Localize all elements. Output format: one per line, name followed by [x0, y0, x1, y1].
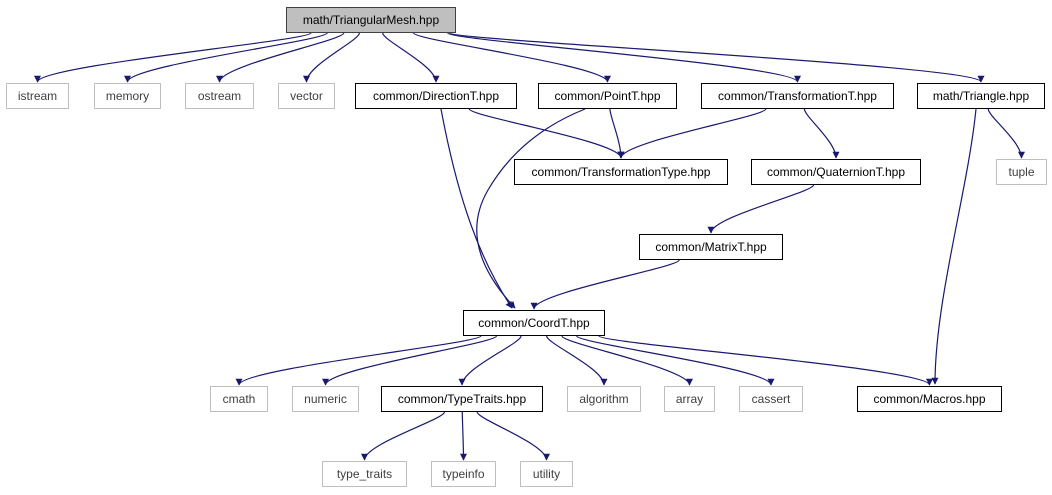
edge-direction-to-transformtype — [468, 108, 625, 159]
edge-mesh-to-direction — [382, 32, 440, 83]
edge-coord-to-cmath — [235, 335, 482, 386]
edge-coord-to-cassert — [576, 335, 775, 386]
node-macros-hpp[interactable]: common/Macros.hpp — [857, 386, 1002, 412]
node-directiont-hpp[interactable]: common/DirectionT.hpp — [355, 83, 517, 109]
node-quaterniont-hpp[interactable]: common/QuaternionT.hpp — [751, 159, 921, 185]
node-numeric[interactable]: numeric — [292, 386, 359, 412]
edge-triangle-to-macros — [931, 108, 977, 385]
node-cassert[interactable]: cassert — [739, 386, 803, 412]
edge-typetraits-to-type_traits — [361, 411, 446, 461]
edge-mesh-to-ostream — [216, 32, 345, 83]
edge-mesh-to-point — [412, 32, 611, 83]
edge-coord-to-array — [561, 335, 693, 386]
node-utility[interactable]: utility — [520, 461, 573, 487]
edge-coord-to-macros — [598, 335, 933, 386]
node-transformationt-hpp[interactable]: common/TransformationT.hpp — [701, 83, 894, 109]
edge-mesh-to-triangle — [449, 32, 985, 83]
edge-typetraits-to-utility — [476, 411, 550, 461]
edge-mesh-to-vector — [303, 32, 360, 83]
edge-point-to-transformtype — [609, 108, 625, 159]
node-cmath[interactable]: cmath — [210, 386, 268, 412]
edge-mesh-to-transformation — [447, 32, 801, 83]
edge-triangle-to-tuple — [987, 108, 1025, 159]
edge-matrix-to-coord — [530, 259, 680, 310]
edge-direction-to-coord — [440, 108, 513, 309]
node-typetraits-hpp[interactable]: common/TypeTraits.hpp — [381, 386, 543, 412]
edge-coord-to-typetraits — [458, 335, 522, 386]
node-vector[interactable]: vector — [278, 83, 335, 109]
node-algorithm[interactable]: algorithm — [567, 386, 641, 412]
node-istream[interactable]: istream — [6, 83, 69, 109]
edge-point-to-coord — [476, 108, 586, 309]
node-pointt-hpp[interactable]: common/PointT.hpp — [538, 83, 677, 109]
node-triangularmesh-hpp[interactable]: math/TriangularMesh.hpp — [286, 7, 456, 33]
edge-transformation-to-transformtype — [617, 108, 767, 159]
node-triangle-hpp[interactable]: math/Triangle.hpp — [917, 83, 1045, 109]
edge-coord-to-algorithm — [546, 335, 608, 386]
edge-coord-to-numeric — [322, 335, 498, 386]
edge-transformation-to-quaternion — [803, 108, 840, 159]
edge-mesh-to-memory — [124, 32, 328, 83]
node-ostream[interactable]: ostream — [185, 83, 254, 109]
edge-quaternion-to-matrix — [707, 184, 815, 234]
node-memory[interactable]: memory — [94, 83, 161, 109]
edge-typetraits-to-typeinfo — [459, 411, 467, 461]
node-transformationtype-hpp[interactable]: common/TransformationType.hpp — [514, 159, 728, 185]
node-array[interactable]: array — [664, 386, 715, 412]
node-typeinfo[interactable]: typeinfo — [431, 461, 496, 487]
node-tuple[interactable]: tuple — [996, 159, 1047, 185]
edge-mesh-to-istream — [34, 32, 312, 83]
node-matrixt-hpp[interactable]: common/MatrixT.hpp — [639, 234, 783, 260]
node-coordt-hpp[interactable]: common/CoordT.hpp — [463, 310, 605, 336]
node-type-traits[interactable]: type_traits — [322, 461, 407, 487]
